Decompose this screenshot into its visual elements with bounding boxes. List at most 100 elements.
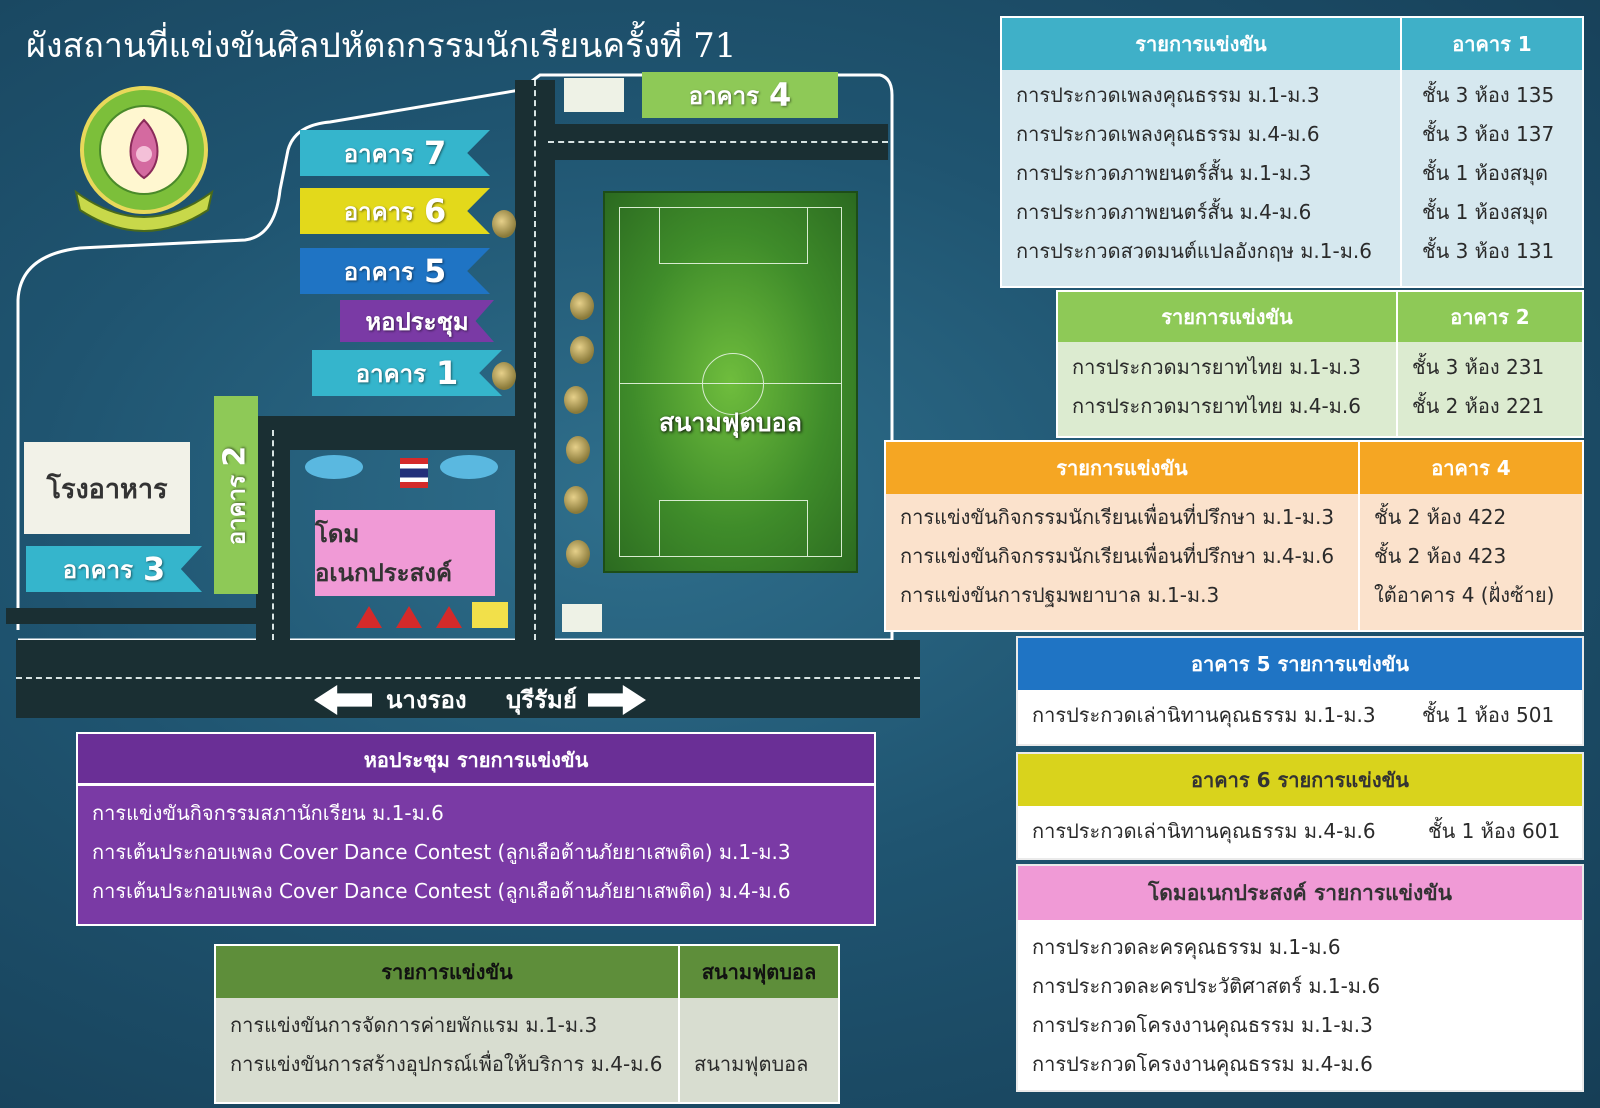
table-b1-header-place: อาคาร 1 bbox=[1402, 18, 1582, 70]
table-row: การแข่งขันกิจกรรมนักเรียนเพื่อนที่ปรึกษา… bbox=[900, 544, 1335, 568]
tree-icon bbox=[566, 436, 590, 464]
table-row: การประกวดเล่านิทานคุณธรรม ม.1-ม.3 bbox=[1032, 703, 1376, 727]
table-b4-header-place: อาคาร 4 bbox=[1360, 442, 1582, 494]
building-1[interactable]: อาคาร 1 bbox=[312, 350, 502, 396]
yellow-box-icon bbox=[472, 602, 508, 628]
building-canteen-label: โรงอาหาร bbox=[46, 473, 168, 505]
road-right-label: บุรีรัมย์ bbox=[506, 686, 577, 714]
building-canteen[interactable]: โรงอาหาร bbox=[24, 442, 190, 534]
building-1-label: อาคาร bbox=[355, 359, 427, 388]
tree-icon bbox=[570, 292, 594, 320]
table-cell: ใต้อาคาร 4 (ฝั่งซ้าย) bbox=[1374, 583, 1555, 607]
road-left bbox=[6, 608, 270, 624]
table-field-place: สนามฟุตบอล bbox=[694, 1052, 809, 1076]
campus-boundary bbox=[16, 73, 894, 642]
building-1-number: 1 bbox=[436, 354, 459, 392]
building-4-annex bbox=[564, 78, 624, 112]
table-row: การประกวดภาพยนตร์สั้น ม.1-ม.3 bbox=[1016, 161, 1312, 185]
table-b1-places: ชั้น 3 ห้อง 135 ชั้น 3 ห้อง 137 ชั้น 1 ห… bbox=[1422, 76, 1554, 271]
table-row: การประกวดเล่านิทานคุณธรรม ม.4-ม.6 bbox=[1032, 819, 1376, 843]
table-building-5: อาคาร 5 รายการแข่งขัน การประกวดเล่านิทาน… bbox=[1016, 636, 1584, 746]
building-5-number: 5 bbox=[424, 252, 447, 290]
football-field-label: สนามฟุตบอล bbox=[658, 408, 802, 437]
pond-right-icon bbox=[440, 455, 498, 479]
road-inner-h bbox=[256, 416, 526, 450]
table-field-header-place: สนามฟุตบอล bbox=[680, 946, 838, 998]
tree-icon bbox=[566, 540, 590, 568]
table-field: รายการแข่งขัน สนามฟุตบอล การแข่งขันการจั… bbox=[214, 944, 840, 1104]
page-title: ผังสถานที่แข่งขันศิลปหัตถกรรมนักเรียนครั… bbox=[26, 26, 737, 66]
building-7-number: 7 bbox=[424, 134, 447, 172]
table-b4-header-event: รายการแข่งขัน bbox=[886, 442, 1360, 494]
table-b6-header: อาคาร 6 รายการแข่งขัน bbox=[1018, 754, 1582, 806]
building-7[interactable]: อาคาร 7 bbox=[300, 130, 490, 176]
building-6-number: 6 bbox=[424, 192, 447, 230]
table-b2-events: การประกวดมารยาทไทย ม.1-ม.3 การประกวดมารย… bbox=[1072, 348, 1361, 426]
table-cell: ชั้น 3 ห้อง 231 bbox=[1412, 355, 1545, 379]
road-top-line bbox=[548, 141, 888, 143]
road-vertical-center-line bbox=[534, 80, 536, 640]
building-dome-label: โดมอเนกประสงค์ bbox=[315, 520, 452, 587]
table-cell: ชั้น 1 ห้อง 501 bbox=[1422, 703, 1555, 727]
building-4-label: อาคาร bbox=[688, 81, 760, 110]
table-cell: ชั้น 1 ห้องสมุด bbox=[1422, 161, 1549, 185]
building-hall[interactable]: หอประชุม bbox=[340, 300, 494, 342]
building-6[interactable]: อาคาร 6 bbox=[300, 188, 490, 234]
building-6-label: อาคาร bbox=[343, 197, 415, 226]
table-cell: ชั้น 1 ห้องสมุด bbox=[1422, 200, 1549, 224]
table-hall-events: การแข่งขันกิจกรรมสภานักเรียน ม.1-ม.6 การ… bbox=[92, 794, 791, 911]
table-row: การประกวดสวดมนต์แปลอังกฤษ ม.1-ม.6 bbox=[1016, 239, 1372, 263]
table-row: การประกวดเพลงคุณธรรม ม.4-ม.6 bbox=[1016, 122, 1320, 146]
table-building-4: รายการแข่งขัน อาคาร 4 การแข่งขันกิจกรรมน… bbox=[884, 440, 1584, 632]
table-row: การประกวดมารยาทไทย ม.4-ม.6 bbox=[1072, 394, 1361, 418]
table-b4-events: การแข่งขันกิจกรรมนักเรียนเพื่อนที่ปรึกษา… bbox=[900, 498, 1334, 615]
table-row: การเต้นประกอบเพลง Cover Dance Contest (ล… bbox=[92, 879, 791, 903]
road-inner-v-line bbox=[272, 430, 274, 640]
table-field-events: การแข่งขันการจัดการค่ายพักแรม ม.1-ม.3 กา… bbox=[230, 1006, 663, 1084]
football-field[interactable]: สนามฟุตบอล bbox=[603, 191, 858, 573]
building-2-number: 2 bbox=[217, 445, 253, 467]
table-field-header-event: รายการแข่งขัน bbox=[216, 946, 680, 998]
building-7-label: อาคาร bbox=[343, 139, 415, 168]
table-b1-events: การประกวดเพลงคุณธรรม ม.1-ม.3 การประกวดเพ… bbox=[1016, 76, 1372, 271]
building-2[interactable]: อาคาร 2 bbox=[214, 396, 258, 594]
table-row: การประกวดโครงงานคุณธรรม ม.4-ม.6 bbox=[1032, 1052, 1373, 1076]
main-road bbox=[16, 640, 920, 718]
table-cell: ชั้น 3 ห้อง 137 bbox=[1422, 122, 1555, 146]
table-cell: ชั้น 2 ห้อง 423 bbox=[1374, 544, 1507, 568]
road-left-label: นางรอง bbox=[386, 686, 467, 714]
table-building-2: รายการแข่งขัน อาคาร 2 การประกวดมารยาทไทย… bbox=[1056, 290, 1584, 438]
table-row: การแข่งขันกิจกรรมสภานักเรียน ม.1-ม.6 bbox=[92, 801, 444, 825]
cone-icon bbox=[396, 606, 422, 628]
table-b2-places: ชั้น 3 ห้อง 231 ชั้น 2 ห้อง 221 bbox=[1412, 348, 1544, 426]
table-row: การแข่งขันการจัดการค่ายพักแรม ม.1-ม.3 bbox=[230, 1013, 598, 1037]
building-5-label: อาคาร bbox=[343, 257, 415, 286]
building-3-number: 3 bbox=[143, 550, 166, 588]
table-hall: หอประชุม รายการแข่งขัน การแข่งขันกิจกรรม… bbox=[76, 732, 876, 926]
cone-icon bbox=[356, 606, 382, 628]
table-dome-events: การประกวดละครคุณธรรม ม.1-ม.6 การประกวดละ… bbox=[1032, 928, 1380, 1084]
table-b2-header-event: รายการแข่งขัน bbox=[1058, 292, 1398, 342]
table-building-6: อาคาร 6 รายการแข่งขัน การประกวดเล่านิทาน… bbox=[1016, 752, 1584, 860]
table-hall-header: หอประชุม รายการแข่งขัน bbox=[78, 734, 874, 786]
table-b4-places: ชั้น 2 ห้อง 422 ชั้น 2 ห้อง 423 ใต้อาคาร… bbox=[1374, 498, 1554, 615]
table-row: การแข่งขันการสร้างอุปกรณ์เพื่อให้บริการ … bbox=[230, 1052, 663, 1076]
table-b5-header: อาคาร 5 รายการแข่งขัน bbox=[1018, 638, 1582, 690]
table-cell: ชั้น 2 ห้อง 221 bbox=[1412, 394, 1545, 418]
table-row: การเต้นประกอบเพลง Cover Dance Contest (ล… bbox=[92, 840, 791, 864]
table-row: การแข่งขันกิจกรรมนักเรียนเพื่อนที่ปรึกษา… bbox=[900, 505, 1335, 529]
table-cell: ชั้น 1 ห้อง 601 bbox=[1428, 819, 1561, 843]
table-b2-header-place: อาคาร 2 bbox=[1398, 292, 1582, 342]
table-dome-header: โดมอเนกประสงค์ รายการแข่งขัน bbox=[1018, 866, 1582, 920]
tree-icon bbox=[564, 386, 588, 414]
table-dome: โดมอเนกประสงค์ รายการแข่งขัน การประกวดละ… bbox=[1016, 864, 1584, 1092]
table-row: การประกวดภาพยนตร์สั้น ม.4-ม.6 bbox=[1016, 200, 1312, 224]
building-2-label: อาคาร bbox=[222, 474, 251, 545]
table-row: การประกวดโครงงานคุณธรรม ม.1-ม.3 bbox=[1032, 1013, 1373, 1037]
building-5[interactable]: อาคาร 5 bbox=[300, 248, 490, 294]
building-dome[interactable]: โดมอเนกประสงค์ bbox=[315, 510, 495, 596]
table-row: การประกวดละครประวัติศาสตร์ ม.1-ม.6 bbox=[1032, 974, 1381, 998]
tree-icon bbox=[492, 362, 516, 390]
